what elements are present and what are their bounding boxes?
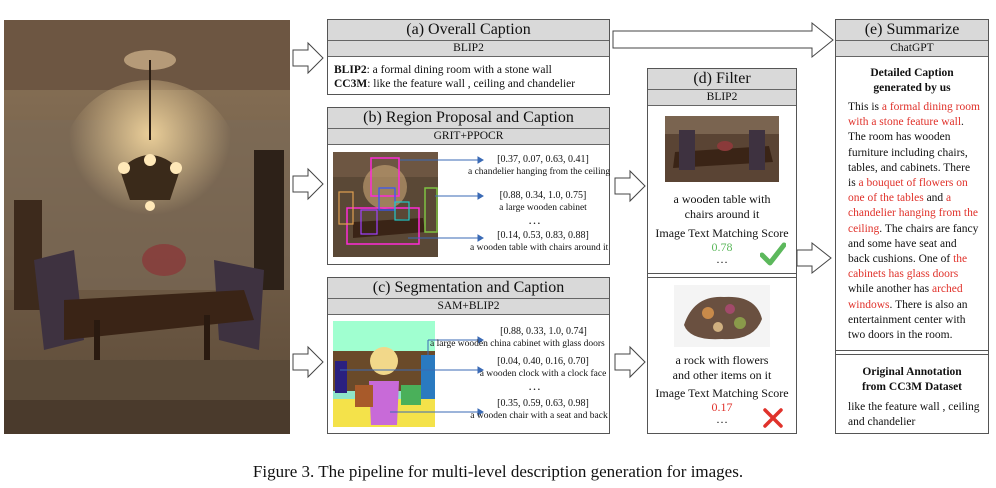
arrow-filter-to-summarize xyxy=(797,243,831,273)
segment-coords: [0.88, 0.33, 1.0, 0.74] xyxy=(476,326,611,338)
region-caption: a wooden table with chairs around it xyxy=(470,242,608,254)
overall-caption-panel: (a) Overall Caption BLIP2 BLIP2: a forma… xyxy=(327,19,610,95)
summary-divider xyxy=(836,350,988,351)
region-coords: [0.88, 0.34, 1.0, 0.75] xyxy=(478,190,608,202)
caption-text: : a formal dining room with a stone wall xyxy=(367,64,552,76)
filter-item-kept: a wooden table with chairs around it Ima… xyxy=(648,106,796,273)
filter-caption: a wooden table with chairs around it xyxy=(648,192,796,222)
table-crop-image xyxy=(665,116,779,182)
region-caption: a large wooden cabinet xyxy=(478,202,608,214)
region-coords: [0.14, 0.53, 0.83, 0.88] xyxy=(478,230,608,242)
filter-caption: a rock with flowers and other items on i… xyxy=(648,353,796,383)
original-annotation-heading: Original Annotation from CC3M Dataset xyxy=(836,365,988,395)
filter-divider xyxy=(648,273,796,274)
rock-crop-image xyxy=(674,285,770,347)
caption-source: BLIP2 xyxy=(334,64,367,76)
figure-caption: Figure 3. The pipeline for multi-level d… xyxy=(0,462,996,482)
caption-source: CC3M xyxy=(334,78,367,90)
segment-coords: [0.35, 0.59, 0.63, 0.98] xyxy=(478,398,608,410)
summary-text: and xyxy=(924,192,946,204)
cross-icon xyxy=(762,407,784,429)
summarize-title: (e) Summarize xyxy=(836,20,988,41)
caption-text: : like the feature wall , ceiling and ch… xyxy=(367,78,575,90)
detailed-caption-heading: Detailed Caption generated by us xyxy=(836,66,988,96)
filter-model: BLIP2 xyxy=(648,90,796,106)
score-label: Image Text Matching Score xyxy=(648,226,796,241)
score-label: Image Text Matching Score xyxy=(648,386,796,401)
overall-caption-title: (a) Overall Caption xyxy=(328,20,609,41)
arrow-to-segmentation xyxy=(293,347,323,377)
arrow-segmentation-to-filter xyxy=(615,347,645,377)
region-proposal-panel: (b) Region Proposal and Caption GRIT+PPO… xyxy=(327,107,610,265)
segment-caption: a wooden clock with a clock face xyxy=(478,368,608,380)
cc3m-caption-line: CC3M: like the feature wall , ceiling an… xyxy=(334,77,609,91)
arrow-region-to-filter xyxy=(615,171,645,201)
segment-coords: [0.04, 0.40, 0.16, 0.70] xyxy=(478,356,608,368)
filter-panel: (d) Filter BLIP2 a wooden table with cha… xyxy=(647,68,797,434)
filter-title: (d) Filter xyxy=(648,69,796,90)
segmentation-panel: (c) Segmentation and Caption SAM+BLIP2 [… xyxy=(327,277,610,434)
arrow-overall-to-summarize xyxy=(613,23,833,57)
original-annotation-text: like the feature wall , ceiling and chan… xyxy=(848,400,980,430)
blip2-caption-line: BLIP2: a formal dining room with a stone… xyxy=(334,63,609,77)
summarize-model: ChatGPT xyxy=(836,41,988,57)
region-ellipsis: … xyxy=(528,214,542,226)
filter-item-rejected: a rock with flowers and other items on i… xyxy=(648,281,796,431)
arrow-to-region-proposal xyxy=(293,169,323,199)
segment-caption: a wooden chair with a seat and back xyxy=(470,410,608,422)
detailed-caption-text: This is a formal dining room with a ston… xyxy=(848,100,980,343)
arrow-to-overall-caption xyxy=(293,43,323,73)
region-caption: a chandelier hanging from the ceiling xyxy=(468,166,608,178)
segment-ellipsis: … xyxy=(528,380,542,392)
summary-text: while another has xyxy=(848,283,932,295)
summarize-panel: (e) Summarize ChatGPT Detailed Caption g… xyxy=(835,19,989,434)
overall-caption-model: BLIP2 xyxy=(328,41,609,57)
region-coords: [0.37, 0.07, 0.63, 0.41] xyxy=(478,154,608,166)
segment-caption: a large wooden china cabinet with glass … xyxy=(430,338,611,350)
summary-text: This is xyxy=(848,101,882,113)
check-icon xyxy=(760,242,786,266)
